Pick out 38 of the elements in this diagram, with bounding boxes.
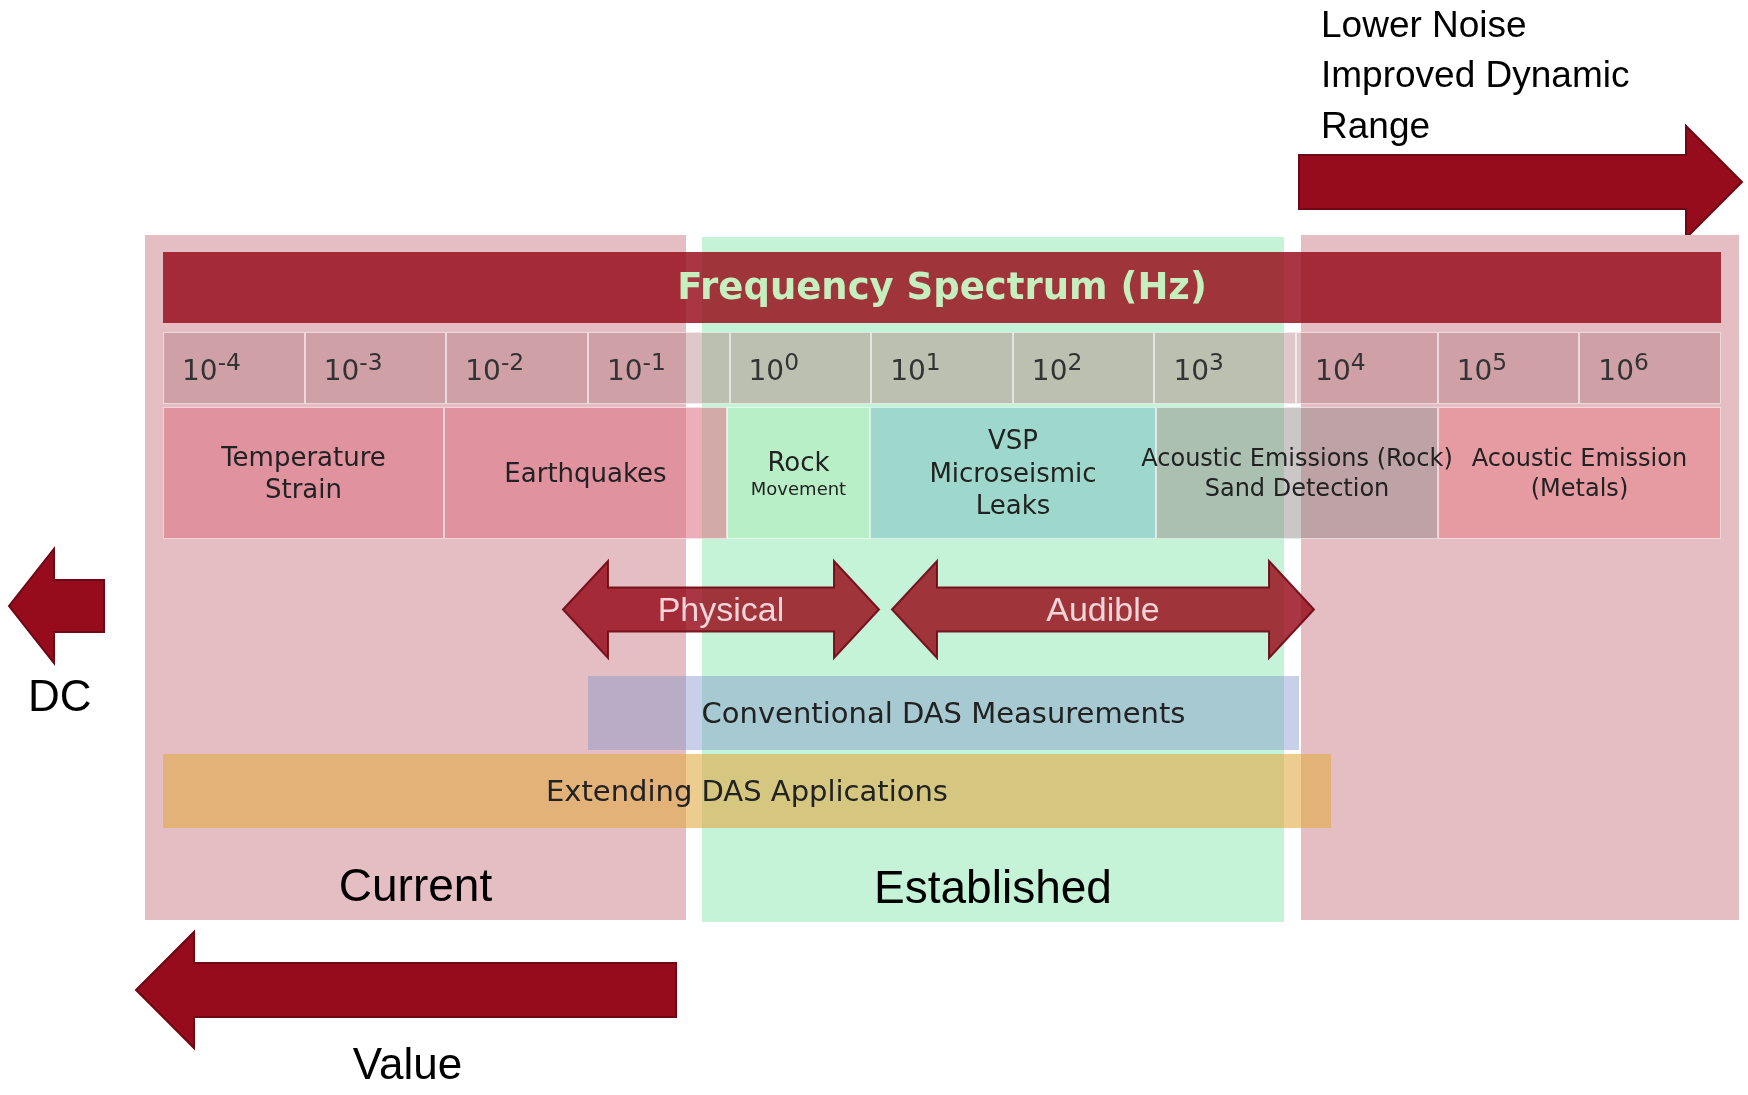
tick-label: 10$^{6}$: [1598, 347, 1649, 389]
tick-label: 10$^{3}$: [1173, 347, 1224, 389]
note-text: Lower Noise Improved Dynamic Range: [1321, 3, 1631, 148]
tick-label: 10$^{4}$: [1315, 347, 1366, 389]
category-label: Rock: [767, 445, 830, 478]
category-label: Acoustic Emission (Metals): [1470, 443, 1689, 503]
tick-label: 10$^{-3}$: [323, 347, 383, 389]
tick-label: 10$^{0}$: [748, 347, 799, 389]
category-label: Microseismic: [929, 456, 1097, 490]
arrow-caption: DC: [28, 672, 93, 721]
header-title: Frequency Spectrum (Hz): [677, 264, 1207, 311]
tick-label: 10$^{-2}$: [465, 347, 525, 389]
header-bar: [163, 252, 1721, 323]
range-band: [588, 676, 1299, 750]
tick-cell: [587, 332, 730, 404]
region-label: Current: [338, 857, 493, 913]
tick-label: 10$^{5}$: [1456, 347, 1508, 389]
tick-label: 10$^{-4}$: [182, 347, 241, 389]
category-label: Movement: [750, 478, 847, 501]
category-label: Conventional DAS Measurements: [701, 694, 1186, 732]
tick-label: 10$^{2}$: [1031, 347, 1083, 389]
tick-cell: [1154, 332, 1297, 404]
tick-label: 10$^{1}$: [890, 347, 941, 389]
tick-label: 10$^{-1}$: [606, 347, 666, 389]
category-label: Temperature: [221, 440, 386, 473]
arrow-caption: Value: [351, 1040, 464, 1089]
category-label: Acoustic Emissions (Rock): [1141, 443, 1453, 473]
category-label: Strain: [265, 473, 342, 506]
category-label: Leaks: [975, 489, 1051, 522]
region-label: Established: [874, 859, 1112, 915]
category-label: Sand Detection: [1204, 473, 1390, 503]
category-label: VSP: [988, 424, 1038, 457]
range-band: [163, 754, 1331, 828]
range-label: Physical: [657, 589, 785, 631]
range-label: Audible: [1046, 589, 1160, 631]
category-label: Earthquakes: [504, 456, 667, 490]
category-cell: [444, 407, 727, 539]
category-label: Extending DAS Applications: [546, 772, 948, 810]
